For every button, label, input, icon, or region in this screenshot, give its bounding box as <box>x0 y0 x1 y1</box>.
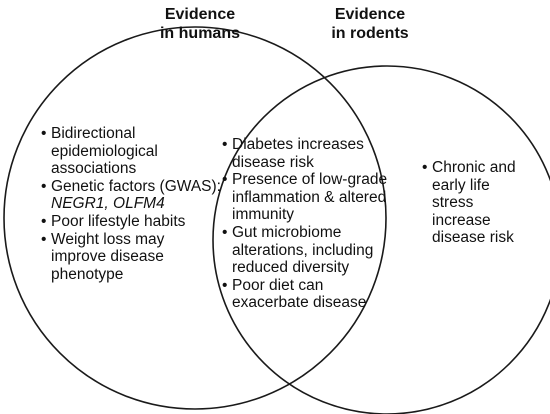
list-item: Genetic factors (GWAS): NEGR1, OLFM4 <box>41 178 221 213</box>
gene-names: NEGR1, OLFM4 <box>51 195 165 213</box>
humans-only-list: Bidirectional epidemiological associatio… <box>41 125 221 283</box>
list-item: Bidirectional epidemiological associatio… <box>41 125 221 178</box>
list-item: Poor diet can exacerbate disease <box>222 277 394 312</box>
list-item: Presence of low-grade inflammation & alt… <box>222 171 394 224</box>
title-humans: Evidence in humans <box>159 6 240 42</box>
title-rodents: Evidence in rodents <box>331 6 409 42</box>
list-item: Weight loss may improve disease phenotyp… <box>41 231 221 284</box>
list-item: Gut microbiome alterations, including re… <box>222 224 394 277</box>
overlap-list: Diabetes increases disease risk Presence… <box>222 136 394 312</box>
rodents-only-list: Chronic and early life stress increase d… <box>422 159 522 247</box>
list-item: Poor lifestyle habits <box>41 213 221 231</box>
list-item: Diabetes increases disease risk <box>222 136 394 171</box>
list-item: Chronic and early life stress increase d… <box>422 159 522 247</box>
